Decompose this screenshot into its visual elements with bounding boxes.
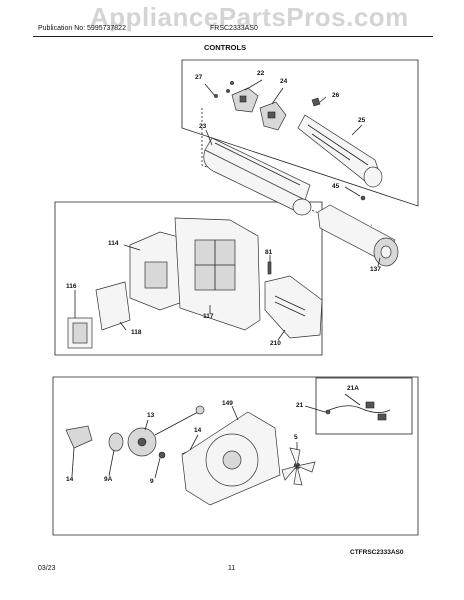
callout-13: 13	[147, 412, 155, 419]
callout-118: 118	[131, 329, 142, 336]
callout-81: 81	[265, 249, 273, 256]
callout-9a: 9A	[104, 476, 113, 483]
washer-9	[158, 451, 166, 459]
diagram-code: CTFRSC2333AS0	[350, 549, 404, 556]
callout-137: 137	[370, 266, 381, 273]
bracket-114	[129, 231, 191, 311]
switch-22	[231, 87, 259, 113]
callout-45: 45	[332, 183, 340, 190]
housing-117	[174, 217, 261, 331]
nut-26	[311, 97, 321, 107]
watermark: AppliancePartsPros.com	[90, 2, 409, 32]
filter-137	[317, 204, 399, 267]
callout-27: 27	[195, 74, 203, 81]
fan-shroud-149	[181, 411, 281, 506]
callout-21: 21	[296, 402, 304, 409]
screw-45	[360, 195, 366, 201]
callout-26: 26	[332, 92, 340, 99]
frame-bottom	[52, 376, 419, 536]
callout-116: 116	[66, 283, 77, 290]
frame-harness-inset	[315, 377, 413, 435]
fan-blade-5	[281, 447, 316, 486]
leader-lines	[71, 79, 381, 479]
bracket-14	[65, 425, 93, 449]
callout-22: 22	[257, 70, 265, 77]
motor-13	[127, 405, 205, 457]
panel-210	[264, 275, 323, 339]
screw-81	[267, 261, 272, 275]
callout-117: 117	[203, 313, 214, 320]
footer-date: 03/23	[38, 565, 56, 572]
dashed-guide	[201, 108, 373, 231]
publication-number: Publication No: 5995737822	[38, 25, 126, 32]
callout-210: 210	[270, 340, 281, 347]
frame-middle	[54, 201, 323, 356]
header-rule	[33, 36, 433, 37]
callout-5: 5	[294, 434, 298, 441]
callout-25: 25	[358, 117, 366, 124]
cover-118	[95, 281, 131, 331]
callout-14-right: 14	[194, 427, 202, 434]
callout-24: 24	[280, 78, 288, 85]
screws-27	[214, 81, 234, 98]
callout-23: 23	[199, 123, 207, 130]
frame-top	[181, 59, 419, 207]
callout-149: 149	[222, 400, 233, 407]
callout-14-left: 14	[66, 476, 74, 483]
callout-9: 9	[150, 478, 154, 485]
gear-9a	[108, 432, 124, 452]
housing-23	[203, 137, 312, 216]
trim-116	[67, 317, 93, 349]
page-number: 11	[228, 565, 236, 572]
switch-24	[259, 101, 287, 131]
body-25	[297, 114, 383, 188]
callout-114: 114	[108, 240, 119, 247]
callout-21a: 21A	[347, 385, 359, 392]
model-number: FRSC2333AS0	[210, 25, 258, 32]
page-title: CONTROLS	[204, 43, 247, 52]
harness-21	[324, 401, 391, 421]
